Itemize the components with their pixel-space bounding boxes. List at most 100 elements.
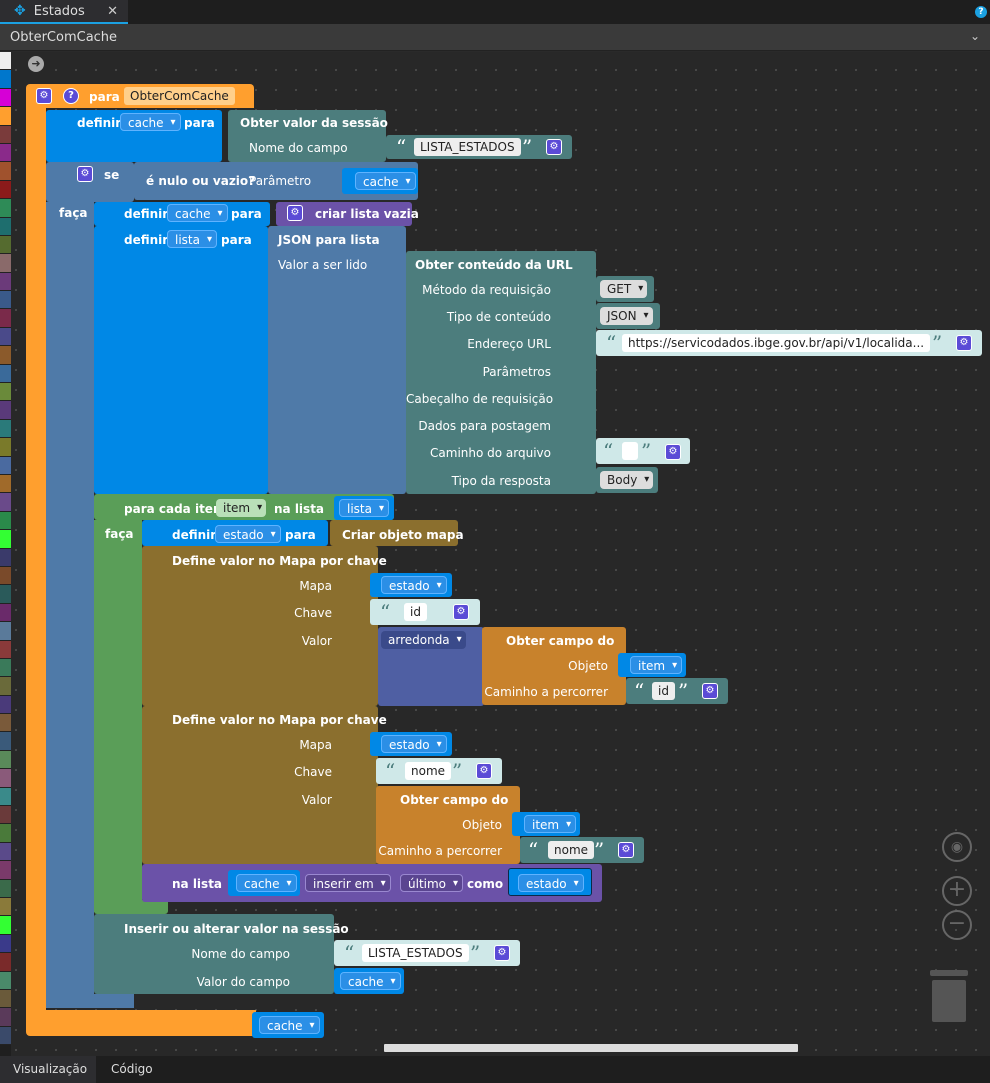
arrow-right-icon[interactable]: ➜ bbox=[28, 56, 44, 72]
gear-icon[interactable]: ⚙ bbox=[453, 604, 469, 620]
definir-lista-block[interactable] bbox=[94, 226, 268, 494]
map1-var-dropdown[interactable]: estado bbox=[381, 576, 447, 595]
open-quote-icon: “ bbox=[634, 679, 645, 703]
def3-var-dropdown[interactable]: lista bbox=[167, 230, 217, 249]
return-var-dropdown[interactable]: cache bbox=[259, 1016, 320, 1035]
response-type-dropdown[interactable]: Body bbox=[600, 471, 654, 489]
session-name-label: Nome do campo bbox=[191, 947, 290, 961]
gear-icon[interactable]: ⚙ bbox=[36, 88, 52, 104]
if-block-spine bbox=[46, 202, 94, 1008]
trash-icon[interactable] bbox=[930, 970, 968, 1022]
create-map-label: Criar objeto mapa bbox=[342, 528, 464, 542]
function-selector[interactable]: ObterComCache ⌄ bbox=[0, 24, 990, 51]
map1-objeto: Objeto bbox=[568, 659, 608, 673]
get-field-block-2[interactable] bbox=[376, 786, 520, 864]
map1-get-title: Obter campo do bbox=[506, 634, 615, 648]
map1-key[interactable]: id bbox=[404, 603, 427, 621]
gear-icon[interactable]: ⚙ bbox=[476, 763, 492, 779]
insert-como: como bbox=[467, 877, 504, 891]
open-quote-icon: “ bbox=[385, 759, 396, 783]
insert-value-dropdown[interactable]: estado bbox=[518, 874, 584, 893]
create-map-block[interactable] bbox=[330, 520, 458, 546]
method-dropdown[interactable]: GET bbox=[600, 280, 648, 298]
def4-var-dropdown[interactable]: estado bbox=[215, 525, 281, 544]
url-value[interactable]: https://servicodados.ibge.gov.br/api/v1/… bbox=[622, 334, 931, 352]
gear-icon[interactable]: ⚙ bbox=[494, 945, 510, 961]
json-value-label: Valor a ser lido bbox=[278, 258, 368, 272]
map-set-block-2[interactable] bbox=[142, 706, 378, 864]
gear-icon[interactable]: ⚙ bbox=[618, 842, 634, 858]
tab-visualizacao[interactable]: Visualização bbox=[0, 1056, 96, 1083]
gear-icon[interactable]: ⚙ bbox=[702, 683, 718, 699]
tab-estados[interactable]: ✥ Estados ✕ bbox=[0, 0, 128, 24]
session-set-title: Inserir ou alterar valor na sessão bbox=[124, 922, 349, 936]
map2-key[interactable]: nome bbox=[405, 762, 452, 780]
insert-na-lista: na lista bbox=[172, 877, 223, 891]
session-field-value[interactable]: LISTA_ESTADOS bbox=[414, 138, 521, 156]
def3-definir: definir bbox=[124, 233, 169, 247]
gear-icon[interactable]: ⚙ bbox=[77, 166, 93, 182]
procedure-block-footer bbox=[26, 1010, 256, 1036]
map1-path[interactable]: id bbox=[652, 682, 675, 700]
field-params: Parâmetros bbox=[482, 365, 551, 379]
is-null-var-dropdown[interactable]: cache bbox=[355, 172, 416, 191]
gear-icon[interactable]: ⚙ bbox=[287, 205, 303, 221]
insert-list-dropdown[interactable]: cache bbox=[236, 874, 297, 893]
insert-mode-dropdown[interactable]: inserir em bbox=[305, 874, 391, 893]
puzzle-icon: ✥ bbox=[14, 3, 26, 19]
close-quote-icon: ” bbox=[932, 331, 943, 355]
session-value-label: Valor do campo bbox=[196, 975, 290, 989]
map2-path-label: Caminho a percorrer bbox=[378, 844, 502, 858]
field-method: Método da requisição bbox=[422, 283, 551, 297]
recenter-icon[interactable]: ◉ bbox=[942, 832, 972, 862]
map2-path[interactable]: nome bbox=[548, 841, 595, 859]
zoom-out-icon[interactable]: − bbox=[942, 910, 972, 940]
field-response-type: Tipo da resposta bbox=[451, 474, 551, 488]
close-quote-icon: ” bbox=[470, 941, 481, 965]
def2-var-dropdown[interactable]: cache bbox=[167, 204, 228, 223]
get-field-block-1[interactable] bbox=[482, 627, 626, 705]
for-each-spine bbox=[94, 520, 142, 912]
gear-icon[interactable]: ⚙ bbox=[665, 444, 681, 460]
session-name-value[interactable]: LISTA_ESTADOS bbox=[362, 944, 469, 962]
session-value-dropdown[interactable]: cache bbox=[340, 972, 401, 991]
gear-icon[interactable]: ⚙ bbox=[956, 335, 972, 351]
session-get-block[interactable] bbox=[228, 110, 386, 162]
horizontal-scrollbar[interactable] bbox=[384, 1044, 798, 1052]
session-set-block[interactable] bbox=[94, 914, 334, 994]
map1-obj-dropdown[interactable]: item bbox=[630, 656, 683, 675]
tab-codigo[interactable]: Código bbox=[111, 1062, 153, 1076]
for-each-footer bbox=[94, 900, 168, 914]
gear-icon[interactable]: ⚙ bbox=[546, 139, 562, 155]
json-to-list-block[interactable] bbox=[268, 226, 406, 494]
map-set-block-1[interactable] bbox=[142, 546, 378, 706]
session-get-title: Obter valor da sessão bbox=[240, 116, 388, 130]
chevron-down-icon[interactable]: ⌄ bbox=[969, 29, 980, 43]
insert-position-dropdown[interactable]: último bbox=[400, 874, 464, 893]
content-type-dropdown[interactable]: JSON bbox=[600, 307, 653, 325]
help-icon[interactable]: ? bbox=[975, 6, 987, 18]
def4-para: para bbox=[285, 528, 316, 542]
foreach-var-dropdown[interactable]: item bbox=[216, 499, 267, 517]
map2-var-dropdown[interactable]: estado bbox=[381, 735, 447, 754]
def1-var-dropdown[interactable]: cache bbox=[120, 113, 181, 132]
def4-definir: definir bbox=[172, 528, 217, 542]
round-dropdown[interactable]: arredonda bbox=[381, 631, 466, 649]
procedure-name[interactable]: ObterComCache bbox=[124, 87, 235, 105]
if-faca-label: faça bbox=[59, 206, 88, 220]
zoom-in-icon[interactable]: + bbox=[942, 876, 972, 906]
close-icon[interactable]: ✕ bbox=[107, 3, 118, 19]
foreach-list-dropdown[interactable]: lista bbox=[339, 499, 389, 518]
foreach-na-lista: na lista bbox=[274, 502, 325, 516]
url-content-block[interactable] bbox=[406, 251, 596, 494]
is-null-param-label: Parâmetro bbox=[249, 174, 312, 188]
help-icon[interactable]: ? bbox=[63, 88, 79, 104]
file-path-value[interactable] bbox=[622, 442, 638, 460]
map2-obj-dropdown[interactable]: item bbox=[524, 815, 577, 834]
if-se-label: se bbox=[104, 168, 120, 182]
def1-para: para bbox=[184, 116, 215, 130]
def1-definir: definir bbox=[77, 116, 122, 130]
toolbox-palette[interactable] bbox=[0, 52, 11, 1056]
session-get-field-label: Nome do campo bbox=[249, 141, 348, 155]
close-quote-icon: ” bbox=[594, 838, 605, 862]
